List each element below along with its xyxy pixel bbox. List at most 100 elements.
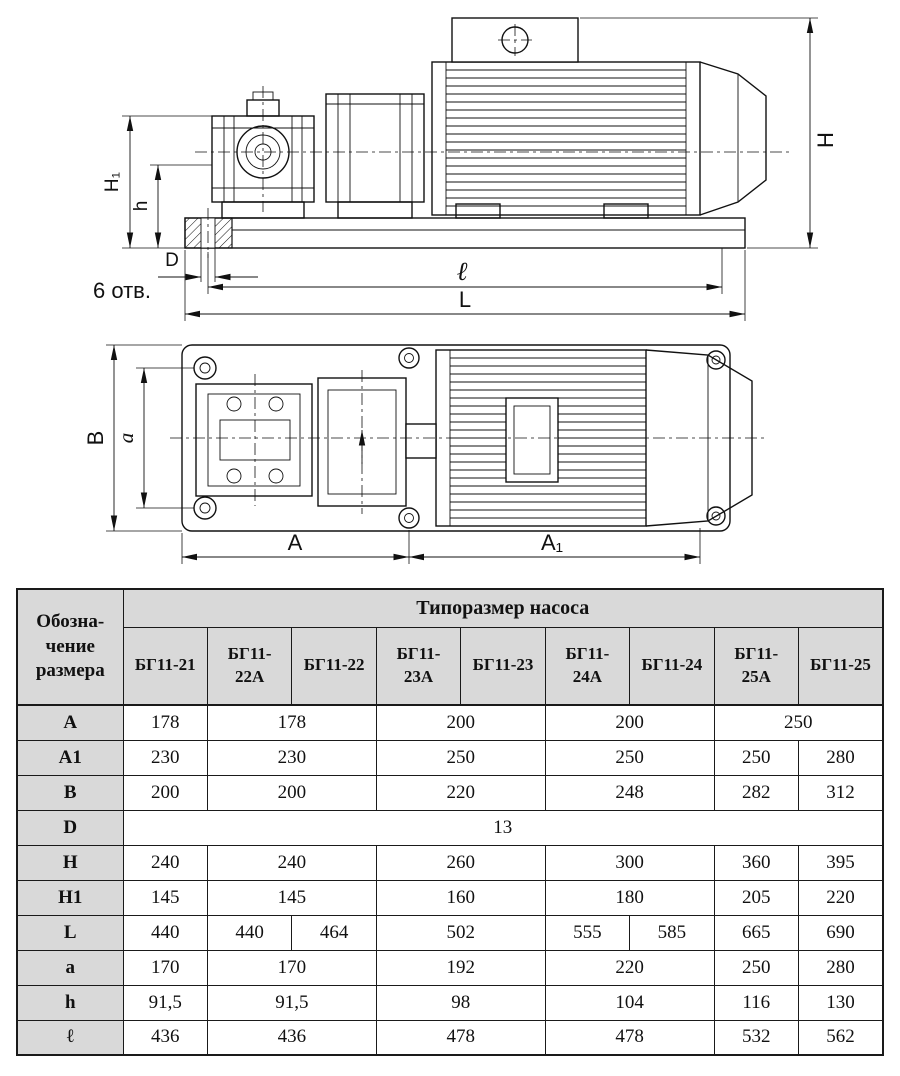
value-cell: 282 <box>713 774 800 811</box>
column-header-БГ11-24: БГ11-24 <box>629 626 715 706</box>
value-cell: 220 <box>375 774 546 811</box>
value-cell: 250 <box>713 739 800 776</box>
value-cell: 436 <box>206 1019 377 1056</box>
column-header-БГ11-21: БГ11-21 <box>122 626 208 706</box>
value-cell: 180 <box>544 879 715 916</box>
value-cell: 130 <box>798 984 884 1021</box>
value-cell: 690 <box>798 914 884 951</box>
side-dimensions: H₁ h D 6 отв. ℓ L H <box>93 17 838 321</box>
value-cell: 178 <box>206 704 377 741</box>
column-header-БГ11-22: БГ11-22 <box>291 626 377 706</box>
value-cell: 145 <box>206 879 377 916</box>
row-label: A <box>16 704 124 741</box>
value-cell: 532 <box>713 1019 800 1056</box>
plan-dimensions: B a A A₁ <box>83 344 701 564</box>
value-cell: 260 <box>375 844 546 881</box>
plan-view <box>170 344 768 532</box>
value-cell: 436 <box>122 1019 208 1056</box>
row-label-header: Обозна- чение размера <box>16 588 124 706</box>
value-cell: 312 <box>798 774 884 811</box>
value-cell: 98 <box>375 984 546 1021</box>
value-cell: 248 <box>544 774 715 811</box>
value-cell: 250 <box>544 739 715 776</box>
dim-label-a: a <box>114 433 138 444</box>
value-cell: 104 <box>544 984 715 1021</box>
value-cell: 145 <box>122 879 208 916</box>
value-cell: 240 <box>206 844 377 881</box>
value-cell: 178 <box>122 704 208 741</box>
value-cell: 200 <box>544 704 715 741</box>
value-cell: 250 <box>713 949 800 986</box>
pump-technical-drawing: H₁ h D 6 отв. ℓ L H <box>83 17 838 564</box>
value-cell: 250 <box>375 739 546 776</box>
value-cell: 116 <box>713 984 800 1021</box>
row-label: h <box>16 984 124 1021</box>
value-cell: 220 <box>798 879 884 916</box>
row-label: H1 <box>16 879 124 916</box>
value-cell: 91,5 <box>122 984 208 1021</box>
value-cell: 478 <box>544 1019 715 1056</box>
value-cell: 665 <box>713 914 800 951</box>
value-cell: 91,5 <box>206 984 377 1021</box>
value-cell: 200 <box>206 774 377 811</box>
value-cell: 280 <box>798 739 884 776</box>
value-cell: 160 <box>375 879 546 916</box>
column-header-БГ11-25А: БГ11-25А <box>713 626 800 706</box>
value-cell: 13 <box>122 809 884 846</box>
dim-label-H: H <box>813 132 838 148</box>
side-view <box>184 17 792 258</box>
value-cell: 240 <box>122 844 208 881</box>
dim-label-H1: H₁ <box>102 172 123 192</box>
dim-label-A: A <box>288 530 303 555</box>
value-cell: 280 <box>798 949 884 986</box>
dim-label-L: L <box>459 287 471 312</box>
column-header-БГ11-24А: БГ11-24А <box>544 626 631 706</box>
row-label: A1 <box>16 739 124 776</box>
value-cell: 585 <box>629 914 715 951</box>
row-label: B <box>16 774 124 811</box>
value-cell: 192 <box>375 949 546 986</box>
value-cell: 464 <box>291 914 377 951</box>
value-cell: 200 <box>375 704 546 741</box>
dim-label-h: h <box>131 201 152 212</box>
row-label: a <box>16 949 124 986</box>
dim-label-ell: ℓ <box>457 257 468 286</box>
value-cell: 170 <box>206 949 377 986</box>
value-cell: 200 <box>122 774 208 811</box>
row-label: D <box>16 809 124 846</box>
value-cell: 250 <box>713 704 884 741</box>
value-cell: 300 <box>544 844 715 881</box>
value-cell: 440 <box>206 914 293 951</box>
value-cell: 170 <box>122 949 208 986</box>
value-cell: 230 <box>206 739 377 776</box>
value-cell: 205 <box>713 879 800 916</box>
row-label: ℓ <box>16 1019 124 1056</box>
column-header-БГ11-23: БГ11-23 <box>460 626 546 706</box>
dim-label-D: D <box>165 250 179 271</box>
value-cell: 562 <box>798 1019 884 1056</box>
dim-label-B: B <box>83 431 108 446</box>
value-cell: 440 <box>122 914 208 951</box>
column-header-БГ11-22А: БГ11-22А <box>206 626 293 706</box>
group-header: Типоразмер насоса <box>122 588 884 628</box>
value-cell: 502 <box>375 914 546 951</box>
value-cell: 230 <box>122 739 208 776</box>
value-cell: 395 <box>798 844 884 881</box>
dim-label-A1: A₁ <box>541 530 563 555</box>
value-cell: 555 <box>544 914 631 951</box>
